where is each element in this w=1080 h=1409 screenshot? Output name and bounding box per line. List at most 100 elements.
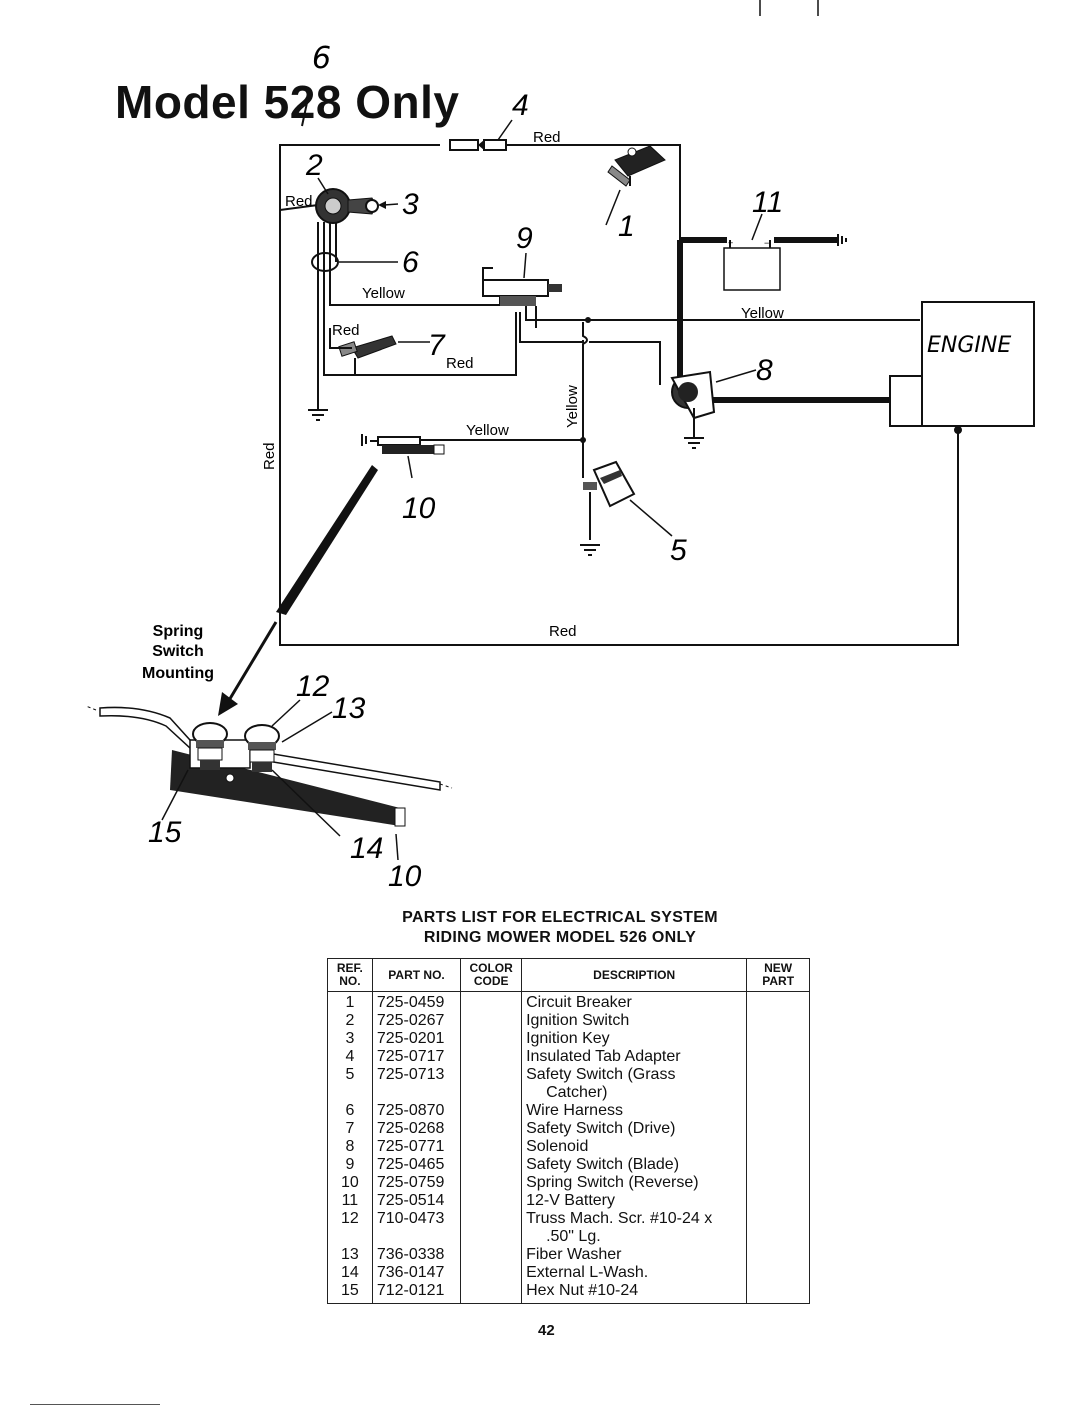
callout-11: 11 <box>752 186 783 219</box>
color-code-cell <box>460 1156 523 1174</box>
part-number-cell: 712-0121 <box>371 1282 462 1304</box>
description-text: Ignition Key <box>526 1030 610 1047</box>
detail-pointer-arrow <box>226 621 278 703</box>
callout-leader-9 <box>523 252 527 279</box>
description-cell: Safety Switch (Blade) <box>521 1156 748 1174</box>
color-code-cell <box>460 1282 523 1304</box>
wire-red-to-switch9 <box>354 312 517 376</box>
callout-leader-10-detail <box>395 833 399 861</box>
new-part-cell <box>746 1282 810 1304</box>
color-code-cell <box>460 1030 523 1048</box>
description-text: Ignition Switch <box>526 1012 630 1029</box>
blade-safety-switch-component <box>482 267 562 306</box>
wire-label-yellow: Yellow <box>564 385 581 428</box>
part-number-cell: 725-0771 <box>371 1138 462 1156</box>
description-cell: External L-Wash. <box>521 1264 748 1282</box>
arrowhead <box>218 692 238 716</box>
description-cell: Solenoid <box>521 1138 748 1156</box>
parts-list-heading-line1: PARTS LIST FOR ELECTRICAL SYSTEM <box>402 909 718 926</box>
page-number: 42 <box>538 1322 555 1339</box>
description-cell: Ignition Key <box>521 1030 748 1048</box>
parts-list-heading: PARTS LIST FOR ELECTRICAL SYSTEM RIDING … <box>300 908 820 948</box>
part-number-cell: 725-0459 <box>371 991 462 1012</box>
footer-rule <box>30 1404 160 1405</box>
callout-leader-5 <box>629 499 673 537</box>
grass-catcher-switch-component <box>583 460 636 508</box>
new-part-cell <box>746 1120 810 1138</box>
callout-1: 1 <box>618 210 635 243</box>
ref-cell: 15 <box>327 1282 373 1304</box>
ref-cell: 13 <box>327 1246 373 1264</box>
handwritten-stroke <box>301 97 309 127</box>
description-text: Truss Mach. Scr. #10-24 x <box>526 1210 713 1227</box>
ref-cell: 4 <box>327 1048 373 1066</box>
engine-label: ENGINE <box>927 333 1011 358</box>
junction-dot <box>585 317 591 323</box>
ref-cell: 3 <box>327 1030 373 1048</box>
ref-cell: 8 <box>327 1138 373 1156</box>
callout-7: 7 <box>428 329 446 362</box>
new-part-cell <box>746 991 810 1012</box>
description-cell: Spring Switch (Reverse) <box>521 1174 748 1192</box>
callout-6: 6 <box>402 246 419 279</box>
part-number-cell: 725-0465 <box>371 1156 462 1174</box>
description-text: Spring Switch (Reverse) <box>526 1174 699 1191</box>
color-code-cell <box>460 1102 523 1120</box>
description-text-continued: .50" Lg. <box>546 1228 601 1245</box>
part-number-cell: 725-0759 <box>371 1174 462 1192</box>
wire-label-yellow: Yellow <box>466 422 509 439</box>
caption-spring: Spring <box>153 623 204 640</box>
description-text: Safety Switch (Drive) <box>526 1120 676 1137</box>
wiring-diagram: 6 <box>85 0 1035 893</box>
description-cell: Safety Switch (Drive) <box>521 1120 748 1138</box>
callout-4: 4 <box>512 89 529 122</box>
ground-symbol <box>684 437 704 449</box>
part-number-cell: 725-0201 <box>371 1030 462 1048</box>
color-code-cell <box>460 1048 523 1066</box>
new-part-cell <box>746 1192 810 1210</box>
callout-3: 3 <box>402 188 419 221</box>
new-part-cell <box>746 1264 810 1282</box>
description-text: Hex Nut #10-24 <box>526 1282 639 1299</box>
description-text: Safety Switch (Grass <box>526 1066 676 1083</box>
ref-cell: 9 <box>327 1156 373 1174</box>
wire-label-red: Red <box>533 129 561 146</box>
callout-9: 9 <box>516 222 533 255</box>
callout-13: 13 <box>332 692 366 725</box>
col-header-ref: REF. NO. <box>327 958 373 992</box>
handwritten-mark: 6 <box>312 41 331 76</box>
color-code-cell <box>460 1264 523 1282</box>
outer-red-loop <box>279 144 959 646</box>
ref-cell: 14 <box>327 1264 373 1282</box>
engine-starter-box <box>889 375 923 427</box>
new-part-cell <box>746 1012 810 1030</box>
caption-mounting: Mounting <box>142 665 214 682</box>
wire-red-to-switch2 <box>279 204 319 211</box>
callout-leader-11 <box>751 213 763 241</box>
callout-leader-3 <box>383 203 399 206</box>
callout-8: 8 <box>756 354 773 387</box>
description-cell: Truss Mach. Scr. #10-24 x.50" Lg. <box>521 1210 748 1246</box>
description-text: Fiber Washer <box>526 1246 622 1263</box>
description-cell: Hex Nut #10-24 <box>521 1282 748 1304</box>
yellow-wires <box>420 306 920 478</box>
part-number-cell: 725-0870 <box>371 1102 462 1120</box>
wire-label-yellow: Yellow <box>362 285 405 302</box>
ref-cell: 2 <box>327 1012 373 1030</box>
ref-cell: 11 <box>327 1192 373 1210</box>
parts-list-heading-line2: RIDING MOWER MODEL 526 ONLY <box>423 929 697 946</box>
description-text: Wire Harness <box>526 1102 623 1119</box>
color-code-cell <box>460 991 523 1012</box>
battery-plus-symbol: + <box>728 238 733 248</box>
description-text: External L-Wash. <box>526 1264 649 1281</box>
ignition-switch-component <box>315 188 379 224</box>
